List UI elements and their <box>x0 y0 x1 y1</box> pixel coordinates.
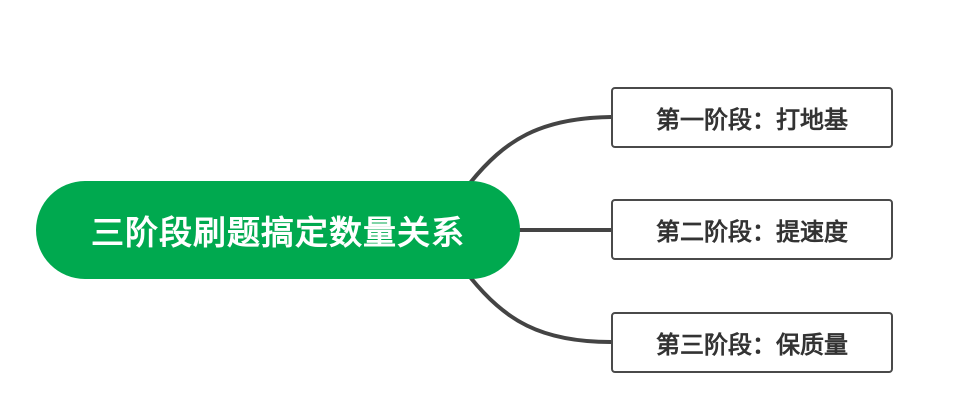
branch-topic-label: 第一阶段：打地基 <box>656 106 848 134</box>
branch-topic-label: 第二阶段：提速度 <box>656 218 848 246</box>
branch-topic-label: 第三阶段：保质量 <box>656 331 848 359</box>
root-topic-label: 三阶段刷题搞定数量关系 <box>91 213 465 252</box>
connector-branch-1 <box>468 115 613 185</box>
branch-topic-stage-1[interactable]: 第一阶段：打地基 <box>611 87 893 148</box>
branch-topic-stage-3[interactable]: 第三阶段：保质量 <box>611 312 893 373</box>
connector-branch-3 <box>468 275 613 344</box>
branch-topic-stage-2[interactable]: 第二阶段：提速度 <box>611 199 893 260</box>
root-topic[interactable]: 三阶段刷题搞定数量关系 <box>36 181 520 279</box>
